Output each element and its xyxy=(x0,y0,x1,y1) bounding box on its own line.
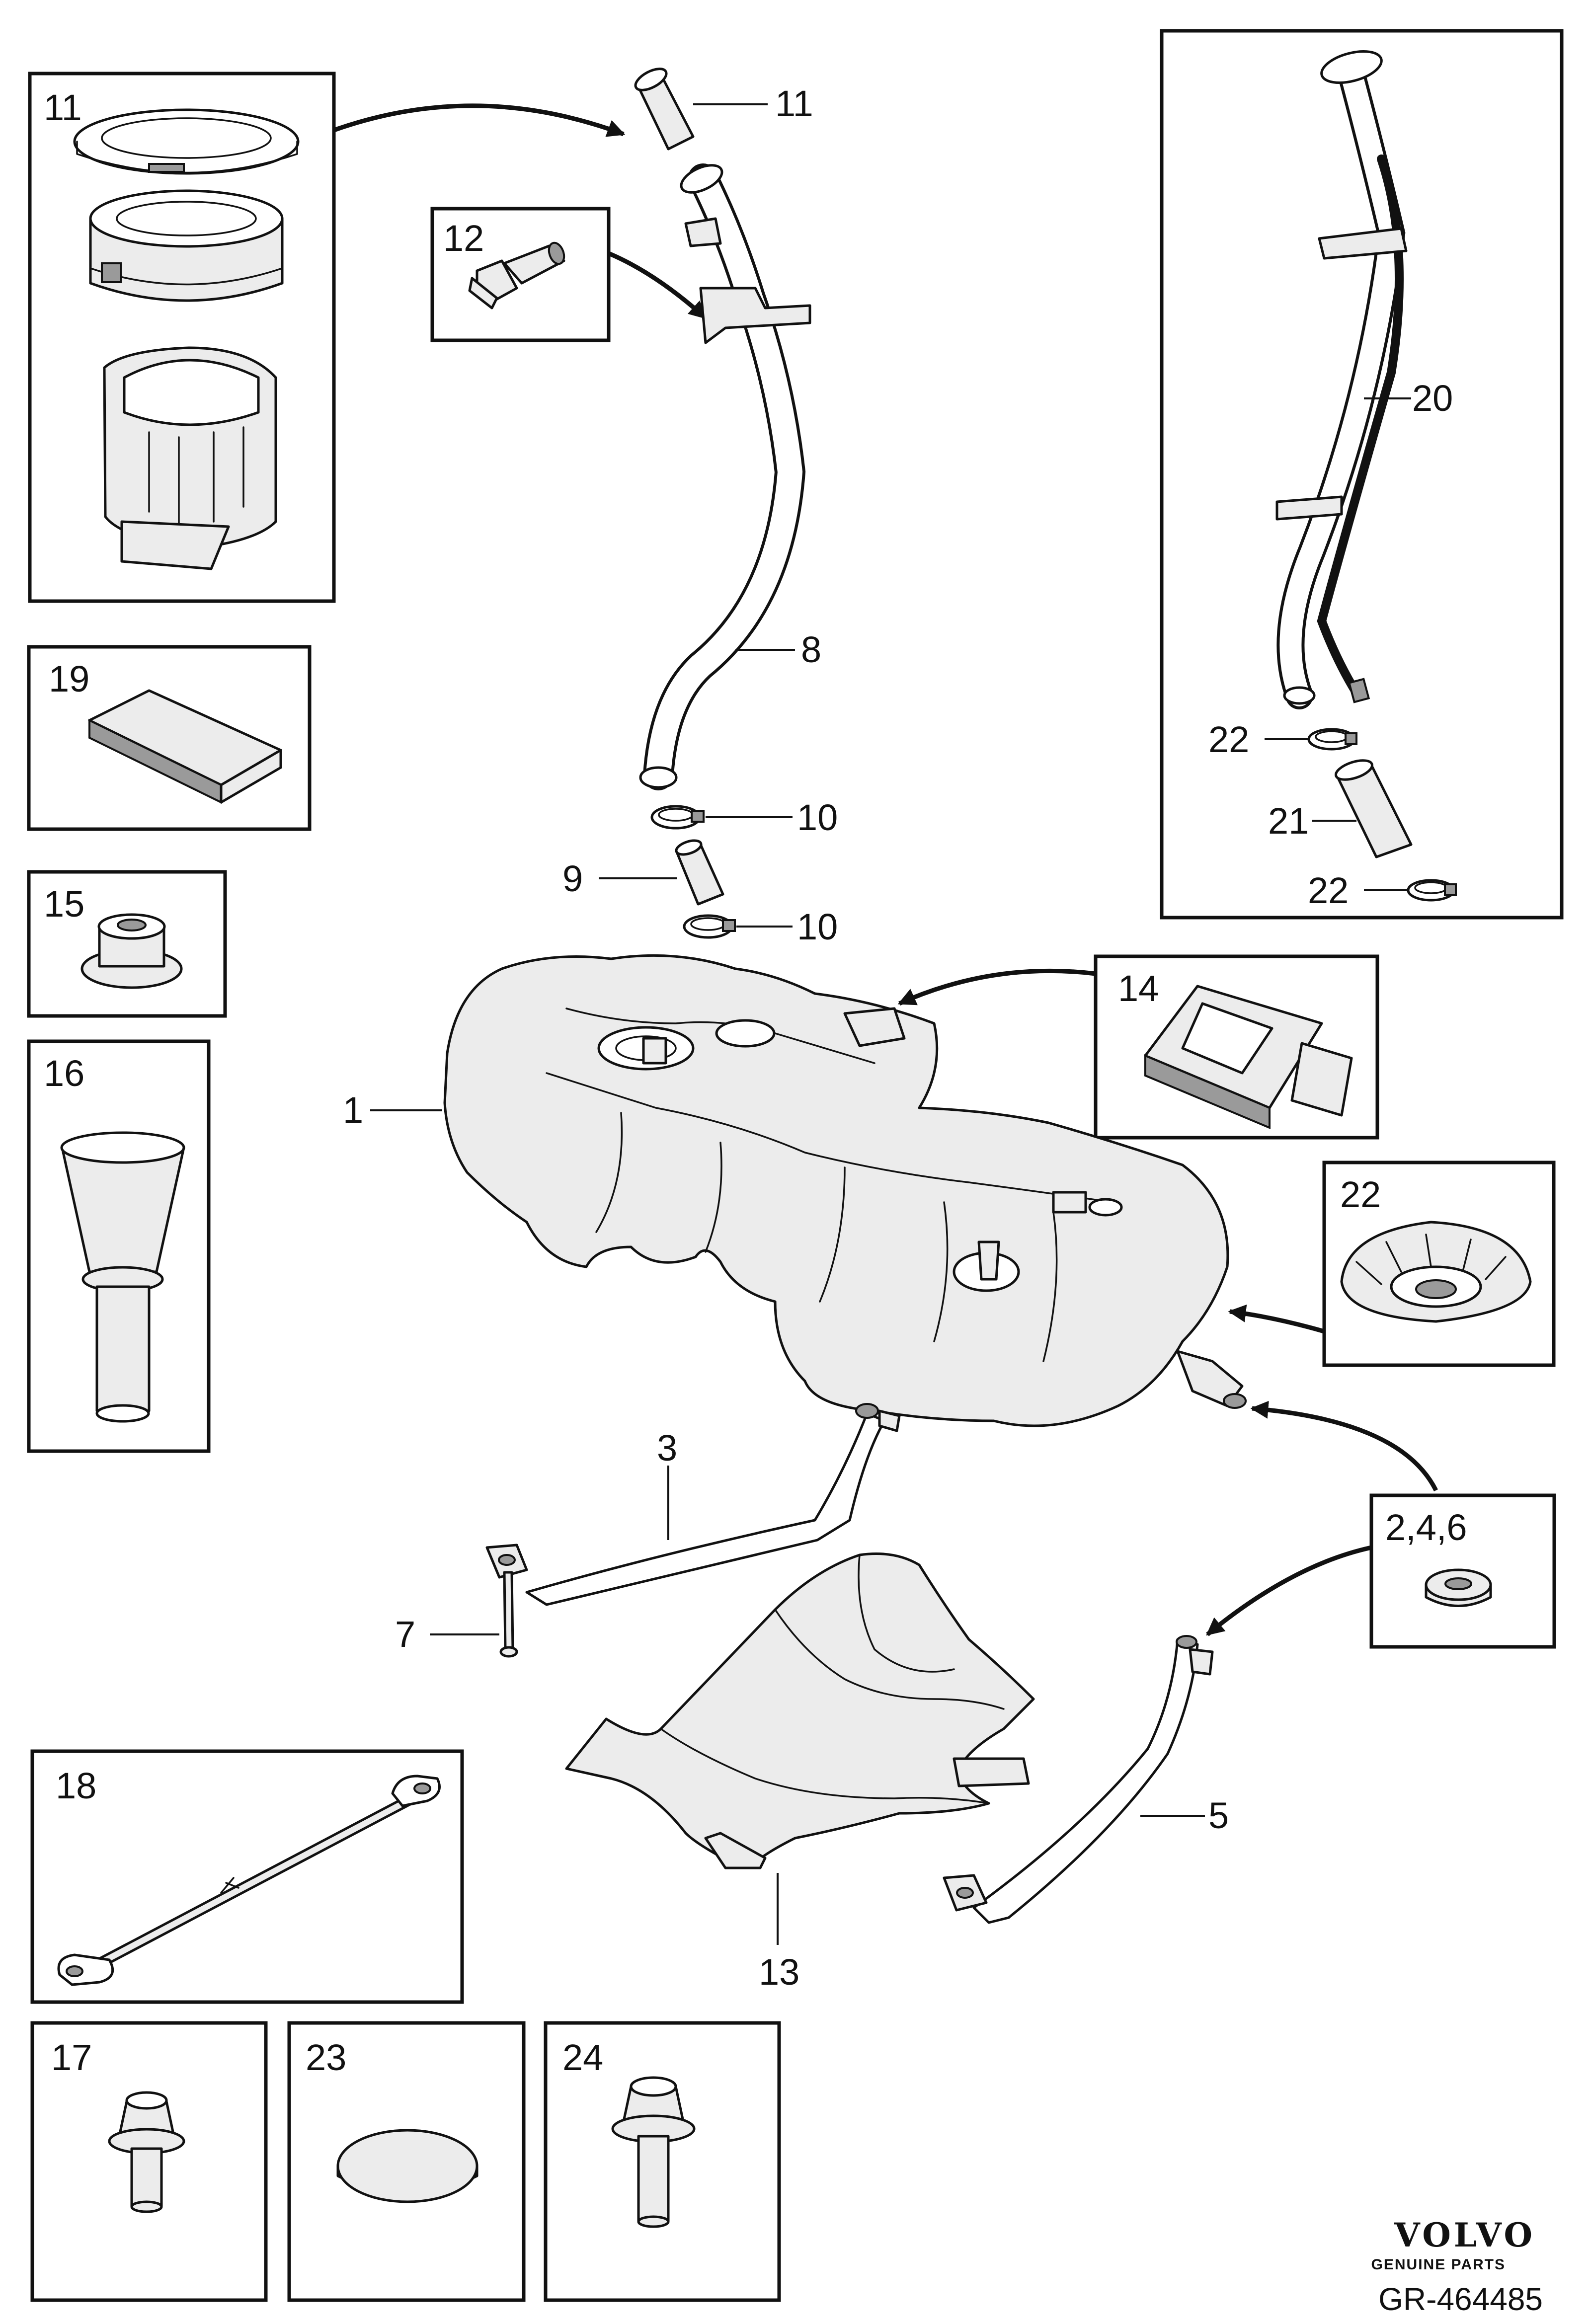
hose-clamp-lower-icon xyxy=(683,914,736,939)
alt-filler-pipe-box[interactable]: 20 22 21 22 xyxy=(1160,29,1564,920)
foam-pad-icon xyxy=(88,689,282,804)
foam-pad-box[interactable]: 19 xyxy=(27,645,312,831)
fuel-pump-ring-icon xyxy=(73,108,300,175)
arrow-washer-to-tank xyxy=(1250,1400,1438,1492)
sealing-cover-icon xyxy=(336,2129,478,2203)
filler-funnel-icon xyxy=(60,1131,185,1423)
control-module-icon xyxy=(1144,985,1353,1130)
tank-seal-box[interactable]: 22 xyxy=(1322,1161,1556,1367)
callout-2-4-6: 2,4,6 xyxy=(1385,1507,1467,1548)
hex-bolt-icon xyxy=(611,2076,696,2228)
connector-hose-icon xyxy=(675,839,724,906)
arrow-seal-to-tank xyxy=(1228,1304,1325,1334)
callout-20: 20 xyxy=(1412,378,1453,419)
arrow-bolt-to-bracket xyxy=(608,251,708,320)
callout-1: 1 xyxy=(343,1089,363,1131)
callout-24: 24 xyxy=(562,2037,603,2078)
tank-seal-icon xyxy=(1340,1221,1532,1323)
callout-14: 14 xyxy=(1118,968,1159,1009)
callout-7: 7 xyxy=(395,1614,415,1655)
callout-9: 9 xyxy=(562,858,583,899)
callout-19: 19 xyxy=(49,658,89,699)
alt-clamp-b-icon xyxy=(1407,879,1457,902)
callout-22-b: 22 xyxy=(1308,870,1349,911)
callout-17: 17 xyxy=(51,2037,92,2078)
flange-nut-icon xyxy=(80,913,183,989)
tank-strap-front-icon xyxy=(485,1403,901,1606)
bolt-icon xyxy=(468,241,565,310)
washer-icon xyxy=(1425,1568,1492,1607)
heat-shield-icon xyxy=(565,1552,1035,1869)
callout-18: 18 xyxy=(56,1765,96,1806)
flange-bolt-icon xyxy=(108,2091,185,2213)
arrow-washer-to-strap xyxy=(1206,1545,1372,1636)
fuel-filler-pipe-icon xyxy=(639,163,811,790)
screw-icon xyxy=(499,1571,518,1658)
tank-strap-rear-icon xyxy=(943,1635,1214,1924)
alt-hose-icon xyxy=(1335,759,1413,858)
callout-10-lower: 10 xyxy=(797,906,838,947)
ground-strap-icon xyxy=(57,1775,441,1986)
ground-strap-box[interactable]: 18 xyxy=(30,1749,464,2004)
fuel-pump-body-icon xyxy=(103,346,277,570)
genuine-parts-text: GENUINE PARTS xyxy=(1371,2256,1506,2273)
hose-clamp-upper-icon xyxy=(650,805,705,830)
flange-bolt-box[interactable]: 17 xyxy=(30,2021,268,2302)
callout-3: 3 xyxy=(657,1427,677,1469)
hex-bolt-box[interactable]: 24 xyxy=(544,2021,781,2302)
filler-funnel-box[interactable]: 16 xyxy=(27,1039,211,1453)
volvo-logo-text: VOLVO xyxy=(1394,2216,1535,2254)
alt-clamp-a-icon xyxy=(1307,728,1357,751)
callout-11-box: 11 xyxy=(44,87,82,128)
callout-13: 13 xyxy=(759,1951,799,1993)
arrow-pump-to-cap xyxy=(333,103,626,137)
callout-10-upper: 10 xyxy=(797,797,838,838)
callout-16: 16 xyxy=(44,1053,84,1094)
fuel-pump-assembly-box[interactable]: 11 xyxy=(28,72,336,603)
sealing-cover-box[interactable]: 23 xyxy=(287,2021,526,2302)
callout-23: 23 xyxy=(306,2037,346,2078)
callout-15: 15 xyxy=(44,883,84,925)
fuel-tank-cap-icon xyxy=(634,68,695,151)
callout-22-box: 22 xyxy=(1340,1174,1381,1215)
fuel-tank-icon xyxy=(443,954,1247,1427)
bolt-box[interactable]: 12 xyxy=(430,207,611,342)
diagram-id: GR-464485 xyxy=(1378,2281,1543,2317)
callout-12: 12 xyxy=(443,218,484,259)
fuel-pump-control-module-box[interactable]: 14 xyxy=(1094,954,1379,1140)
callout-11-cap: 11 xyxy=(775,83,813,124)
flange-nut-box[interactable]: 15 xyxy=(27,870,227,1018)
callout-22-a: 22 xyxy=(1208,719,1249,760)
fuel-pump-sender-cap-icon xyxy=(89,189,284,302)
callout-5: 5 xyxy=(1208,1795,1229,1836)
callout-8: 8 xyxy=(801,629,821,670)
washer-box[interactable]: 2,4,6 xyxy=(1369,1493,1556,1649)
callout-21: 21 xyxy=(1268,800,1309,842)
arrow-module-to-tank xyxy=(897,968,1096,1006)
alt-filler-pipe-icon xyxy=(1275,50,1408,709)
